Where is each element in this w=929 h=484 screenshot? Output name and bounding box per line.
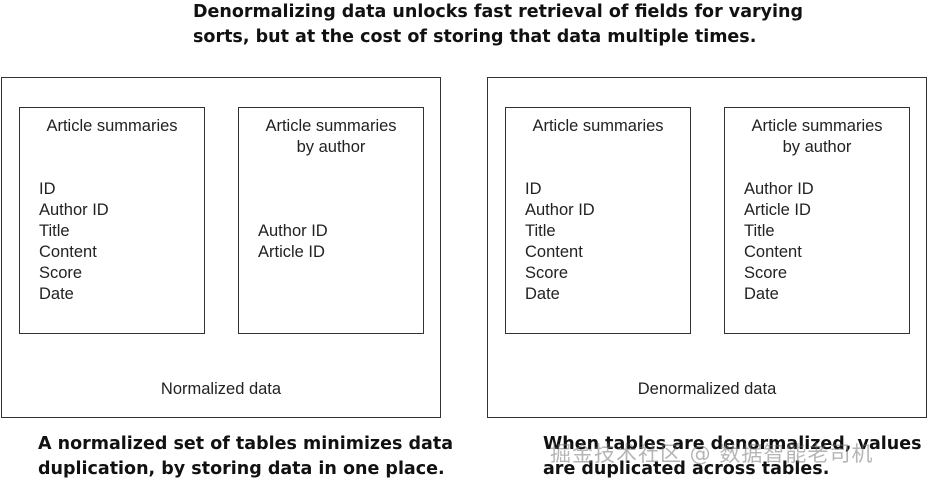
field-item: Author ID <box>525 201 595 219</box>
denormalized-caption: When tables are denormalized, values are… <box>543 432 922 482</box>
panel-label: Denormalized data <box>637 380 777 398</box>
normalized-caption-line-1: A normalized set of tables minimizes dat… <box>38 434 454 454</box>
field-item: Date <box>39 285 74 303</box>
field-item: Article ID <box>258 243 325 261</box>
denormalized-caption-line-2: are duplicated across tables. <box>543 459 830 479</box>
field-item: Score <box>744 264 788 282</box>
field-item: ID <box>525 180 542 198</box>
field-item: Date <box>525 285 560 303</box>
table-title-line: by author <box>782 138 852 156</box>
top-caption: Denormalizing data unlocks fast retrieva… <box>193 0 803 50</box>
field-item: Title <box>39 222 70 240</box>
field-item: Title <box>744 222 775 240</box>
field-item: Title <box>525 222 556 240</box>
field-item: Date <box>744 285 779 303</box>
normalized-caption: A normalized set of tables minimizes dat… <box>38 432 453 482</box>
table-title-line: by author <box>296 138 366 156</box>
normalized-data-panel: Article summaries ID Author ID Title Con… <box>1 77 441 418</box>
table-title: Article summaries by author <box>725 116 909 158</box>
field-item: Content <box>525 243 583 261</box>
table-title-line: Article summaries <box>46 117 178 135</box>
field-item: ID <box>39 180 56 198</box>
top-caption-line-2: sorts, but at the cost of storing that d… <box>193 27 757 47</box>
field-item: Author ID <box>39 201 109 219</box>
field-list: Author ID Article ID <box>258 221 328 263</box>
field-item: Author ID <box>258 222 328 240</box>
watermark: 掘金技术社区 @ 数据智能老司机 <box>550 442 874 466</box>
field-item: Score <box>525 264 569 282</box>
table-title-line: Article summaries <box>751 117 883 135</box>
field-list: ID Author ID Title Content Score Date <box>525 179 595 305</box>
field-item: Content <box>744 243 802 261</box>
table-title-line: Article summaries <box>265 117 397 135</box>
field-item: Score <box>39 264 83 282</box>
denormalized-caption-line-1: When tables are denormalized, values <box>543 434 922 454</box>
field-list: ID Author ID Title Content Score Date <box>39 179 109 305</box>
denormalized-data-panel: Article summaries ID Author ID Title Con… <box>487 77 927 418</box>
normalized-caption-line-2: duplication, by storing data in one plac… <box>38 459 445 479</box>
field-item: Article ID <box>744 201 811 219</box>
field-list: Author ID Article ID Title Content Score… <box>744 179 814 305</box>
panel-label: Normalized data <box>160 380 282 398</box>
field-item: Author ID <box>744 180 814 198</box>
table-title: Article summaries <box>20 116 204 137</box>
table-article-summaries-by-author: Article summaries by author Author ID Ar… <box>238 107 424 334</box>
top-caption-line-1: Denormalizing data unlocks fast retrieva… <box>193 2 804 22</box>
field-item: Content <box>39 243 97 261</box>
table-article-summaries-by-author: Article summaries by author Author ID Ar… <box>724 107 910 334</box>
table-title: Article summaries by author <box>239 116 423 158</box>
table-article-summaries: Article summaries ID Author ID Title Con… <box>505 107 691 334</box>
table-article-summaries: Article summaries ID Author ID Title Con… <box>19 107 205 334</box>
table-title-line: Article summaries <box>532 117 664 135</box>
table-title: Article summaries <box>506 116 690 137</box>
